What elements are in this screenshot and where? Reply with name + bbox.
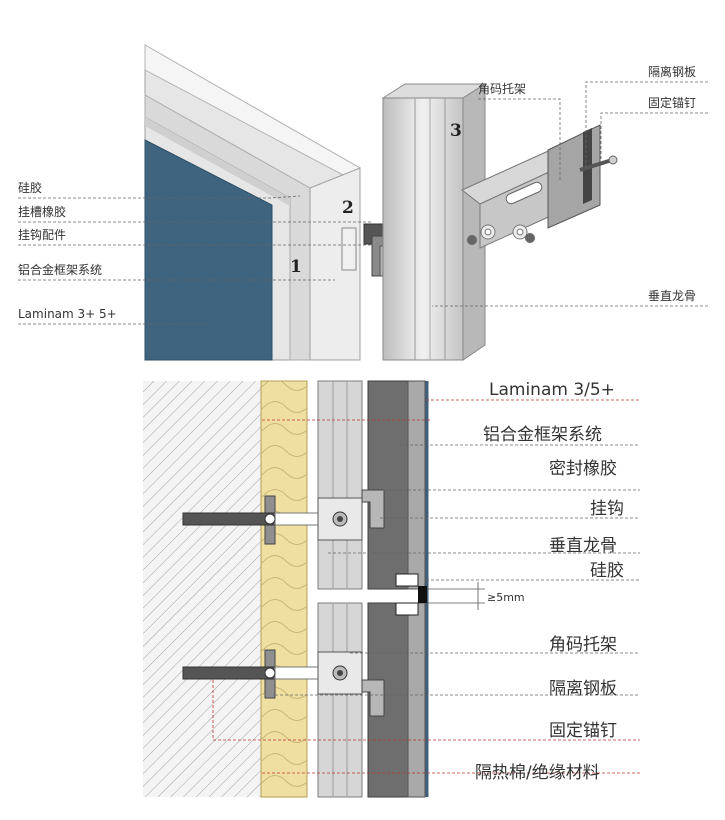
label-silicone: 硅胶 <box>18 180 42 195</box>
label-aluminum-frame: 铝合金框架系统 <box>18 262 102 277</box>
label-insulation: 隔热棉/绝缘材料 <box>475 763 600 783</box>
gap-dimension-label: ≥5mm <box>487 591 525 604</box>
label-hook: 挂钩 <box>590 499 624 519</box>
leader-anchor-bolt-bottom <box>212 680 640 741</box>
label-anchor-bolt-bottom: 固定锚钉 <box>549 721 617 741</box>
label-silicone-bottom: 硅胶 <box>590 561 624 581</box>
fasteners <box>467 224 535 245</box>
leader-angle-bracket-top <box>478 98 561 182</box>
callout-2: 2 <box>342 198 354 218</box>
silicone-bead <box>418 586 427 603</box>
upper-hook-assembly <box>182 489 385 545</box>
callout-3: 3 <box>450 121 462 141</box>
bottom-figure: ≥5mm Laminam 3/5+ 铝合金框架系统 密封橡胶 挂钩 垂直龙骨 硅… <box>143 380 640 798</box>
angle-bracket-assembly <box>461 124 618 249</box>
label-aluminum-frame-bottom: 铝合金框架系统 <box>483 425 602 445</box>
label-sealing-rubber: 密封橡胶 <box>549 459 617 479</box>
label-hook-fitting: 挂钩配件 <box>18 228 66 242</box>
silicone-joint-upper <box>395 573 419 587</box>
label-angle-bracket-bottom: 角码托架 <box>549 635 617 655</box>
frame-upper <box>367 380 409 590</box>
leader-isolation-plate-top <box>585 81 708 170</box>
laminam-panel <box>144 139 273 361</box>
leader-silicone <box>18 195 301 199</box>
label-isolation-plate-bottom: 隔离钢板 <box>549 679 617 699</box>
silicone-joint-lower <box>395 602 419 616</box>
label-isolation-plate-top: 隔离钢板 <box>648 64 696 79</box>
mullion-upper <box>317 380 363 590</box>
gap-dimension: ≥5mm <box>427 582 525 610</box>
vertical-mullion <box>381 83 487 361</box>
callout-1: 1 <box>290 257 302 277</box>
label-vertical-mullion-top: 垂直龙骨 <box>648 289 696 303</box>
panel-seal <box>145 117 290 206</box>
mullion-lower <box>317 602 363 798</box>
lower-hook-assembly <box>182 649 385 717</box>
label-laminam: Laminam 3/5+ <box>489 380 615 400</box>
laminam-panel-upper <box>407 380 426 590</box>
top-figure: 1 2 3 硅胶 挂槽橡胶 挂钩配件 铝合金框架系统 Laminam 3+ 5+… <box>18 44 708 361</box>
label-anchor-bolt-top: 固定锚钉 <box>648 95 696 110</box>
label-groove-rubber: 挂槽橡胶 <box>18 204 66 219</box>
leader-anchor-bolt-top <box>600 112 708 160</box>
laminam-panel-lower <box>407 602 426 798</box>
label-angle-bracket-top: 角码托架 <box>478 82 526 96</box>
label-laminam-top: Laminam 3+ 5+ <box>18 307 117 321</box>
frame-right-face <box>309 167 361 361</box>
label-vertical-mullion-bottom: 垂直龙骨 <box>549 536 617 556</box>
